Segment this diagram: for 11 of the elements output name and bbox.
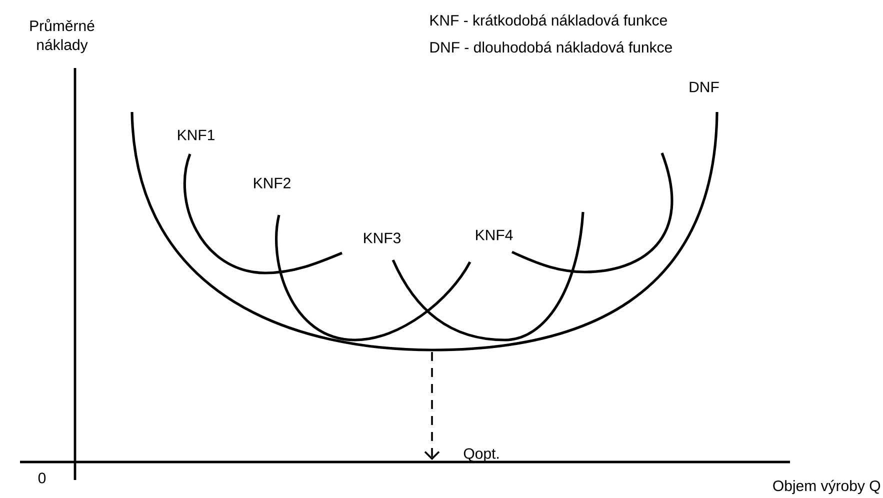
curve-label: KNF3	[364, 232, 401, 244]
legend-note: DNF - dlouhodobá nákladová funkce	[430, 41, 672, 53]
axis-title: Průměrné náklady	[30, 18, 94, 54]
origin-label: 0	[38, 472, 46, 484]
curve-label: DNF	[690, 82, 719, 92]
axis-title: Objem výroby Q	[773, 480, 880, 494]
axis-mark-label: Qopt.	[464, 448, 499, 462]
curve-label: KNF4	[476, 230, 513, 240]
curve-label: KNF1	[178, 130, 214, 140]
curve-label: KNF2	[254, 178, 290, 188]
legend-note: KNF - krátkodobá nákladová funkce	[430, 14, 667, 26]
